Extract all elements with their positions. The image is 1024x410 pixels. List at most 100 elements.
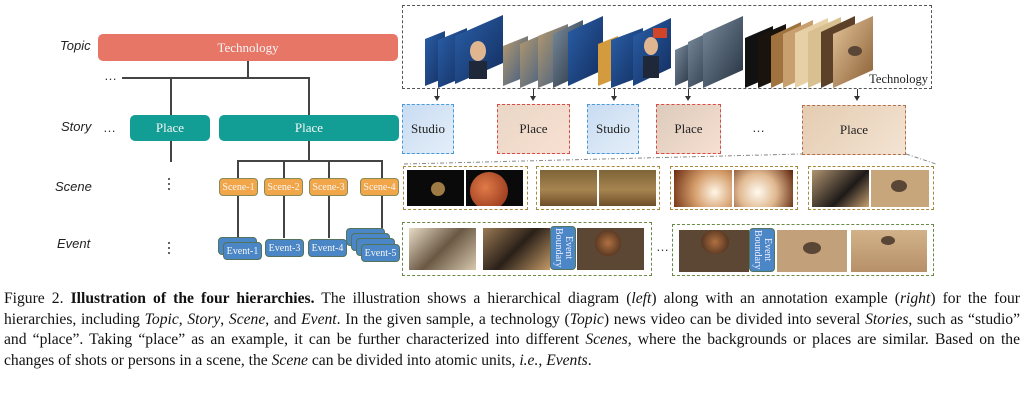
ellipsis: … [103,120,117,135]
frame-thumbnail [409,228,476,270]
arrow-down-icon [611,89,617,101]
frame-thumbnail [871,170,929,207]
story-node-place: Place [219,115,399,141]
story-segment-place: Place [656,104,721,154]
level-label-scene: Scene [55,179,92,194]
story-node-place: Place [130,115,210,141]
connector [237,160,382,162]
ellipsis: … [752,120,766,135]
figure-caption: Figure 2. Illustration of the four hiera… [4,289,1020,371]
scene-box-1 [403,166,528,210]
frame-thumbnail [577,228,644,270]
level-label-event: Event [57,236,91,251]
caption-italic: i.e., [519,351,543,369]
caption-text: , where the backgrounds or places are si… [4,331,1020,369]
frame-thumbnail [679,230,749,272]
vertical-ellipsis [168,242,171,257]
caption-italic: Scene [228,310,266,328]
connector [328,160,330,178]
frame-thumbnail [777,230,847,272]
event-node-1: Event-1 [223,242,262,260]
scene-box-4 [808,166,934,210]
connector [237,196,239,238]
frame-thumbnail [540,170,597,206]
frame [703,16,743,88]
arrow-down-icon [434,89,440,101]
expansion-guide-lines [403,153,937,165]
connector [381,196,383,230]
caption-italic: Event [301,310,337,328]
story-segment-place: Place [497,104,570,154]
caption-text: . In the given sample, a technology ( [336,310,570,328]
event-boundary-marker: Event Boundary [749,228,775,272]
event-node-3: Event-3 [265,239,304,257]
caption-text: , such as “studio” and “place”. Taking “… [4,310,1021,349]
video-frames-illustration [425,15,873,88]
caption-italic: left [631,290,652,307]
story-segment-studio: Studio [587,104,639,154]
level-label-topic: Topic [60,38,91,53]
caption-italic: Topic [569,310,604,328]
scene-node-4: Scene-4 [360,178,399,196]
caption-title: Illustration of the four hierarchies. [70,290,315,307]
connector [122,77,309,79]
caption-italic: Scenes [585,331,628,349]
caption-text: The illustration shows a hierarchical di… [314,290,632,307]
caption-text: ) news video can be divided into several [603,310,866,328]
connector [283,196,285,238]
frame-thumbnail [812,170,869,207]
video-frames-box: Technology [402,5,932,89]
caption-text: ) along with an annotation example ( [651,290,900,307]
caption-italic: right [899,290,931,307]
event-box-1: Event Boundary [402,222,652,276]
ellipsis: … [656,239,670,254]
story-segment-studio: Studio [402,104,454,154]
level-label-story: Story [61,119,92,134]
scene-node-3: Scene-3 [309,178,348,196]
frame-thumbnail [599,170,656,206]
caption-text: ) for the four hierarchies, including [4,290,1020,328]
connector [247,61,249,78]
connector [381,160,383,178]
arrow-down-icon [530,89,536,101]
frame-thumbnail [483,228,550,270]
ellipsis: … [104,68,118,83]
event-boundary-label: Event Boundary [553,228,574,268]
caption-italic: Stories [865,310,909,328]
scene-node-2: Scene-2 [264,178,303,196]
caption-text: , [220,310,229,328]
frame-thumbnail [407,170,464,206]
caption-text: , and [265,310,302,328]
caption-italic: Events [546,351,588,369]
caption-text: , [178,310,188,328]
frame-thumbnail [674,170,732,207]
caption-text: . [587,351,592,369]
topic-node-technology: Technology [98,34,398,61]
scene-box-2 [536,166,660,210]
arrow-down-icon [854,89,860,101]
frame-thumbnail [734,170,793,207]
connector [328,196,330,238]
caption-italic: Scene [271,351,308,369]
event-node-5: Event-5 [361,244,400,262]
frame-thumbnail [851,230,927,272]
scene-node-1: Scene-1 [219,178,258,196]
event-node-4: Event-4 [308,239,347,257]
caption-italic: Story [187,310,221,328]
event-box-2: Event Boundary [672,224,934,276]
caption-italic: Topic [144,310,179,328]
event-boundary-marker: Event Boundary [550,226,576,270]
connector [170,141,172,162]
story-segment-place-expanded: Place [802,105,906,155]
video-topic-label: Technology [869,72,928,86]
frame [568,16,603,86]
vertical-ellipsis [168,178,171,193]
scene-box-3 [670,166,798,210]
arrow-down-icon [685,89,691,101]
event-boundary-label: Event Boundary [752,230,773,270]
figure-label: Figure 2. [4,290,64,307]
caption-text: can be divided into atomic units, [307,351,520,369]
connector [308,77,310,115]
connector [308,141,310,161]
connector [283,160,285,178]
